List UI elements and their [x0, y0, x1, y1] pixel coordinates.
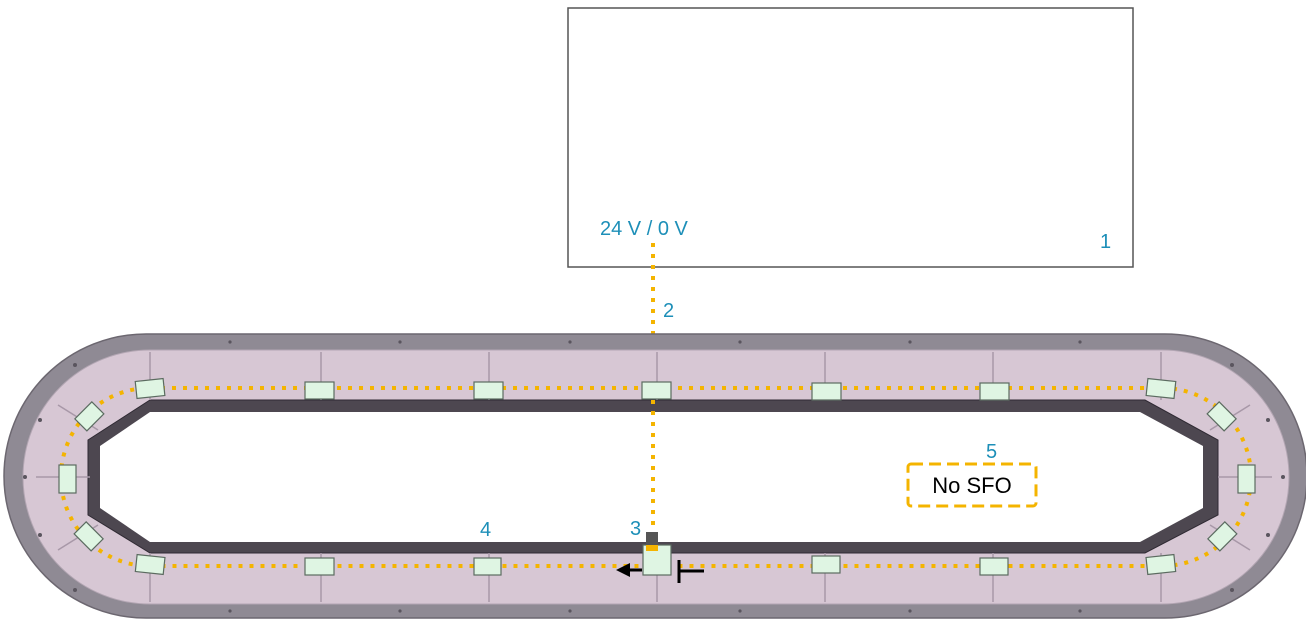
- controller-box: [567, 7, 1134, 268]
- callout-5: 5: [986, 441, 997, 463]
- no-sfo-box: [906, 462, 1038, 508]
- carrier: [1237, 464, 1256, 494]
- carrier: [811, 382, 842, 401]
- carrier: [73, 521, 104, 552]
- carrier: [979, 557, 1009, 576]
- carrier: [1145, 553, 1177, 576]
- carriers-curves: [58, 401, 1256, 552]
- carrier: [58, 464, 77, 494]
- carrier: [1145, 377, 1177, 400]
- carrier: [1207, 521, 1238, 552]
- carrier: [304, 381, 335, 400]
- callout-4: 4: [480, 519, 491, 541]
- carrier: [979, 382, 1010, 401]
- no-sfo-label: No SFO: [932, 473, 1011, 498]
- carrier: [473, 557, 502, 576]
- carrier: [304, 557, 335, 576]
- carrier: [134, 377, 166, 400]
- carriers-bottom: [134, 553, 1177, 576]
- rim-bolts: [23, 340, 1285, 613]
- carrier: [473, 381, 504, 400]
- stop-bar-icon: [677, 560, 704, 583]
- callout-2: 2: [663, 300, 674, 322]
- carrier: [134, 553, 166, 576]
- carriers-top: [134, 377, 1177, 401]
- carrier: [1206, 401, 1237, 432]
- carrier: [641, 381, 672, 400]
- signal-loop: [59, 386, 1253, 568]
- callout-3: 3: [630, 518, 641, 540]
- arrow-left-icon: [616, 563, 642, 577]
- callout-1: 1: [1100, 231, 1111, 253]
- carrier: [74, 401, 105, 432]
- connector-icon: [646, 532, 658, 545]
- connector-pin: [646, 545, 658, 551]
- power-label: 24 V / 0 V: [600, 218, 688, 240]
- carrier: [811, 555, 841, 574]
